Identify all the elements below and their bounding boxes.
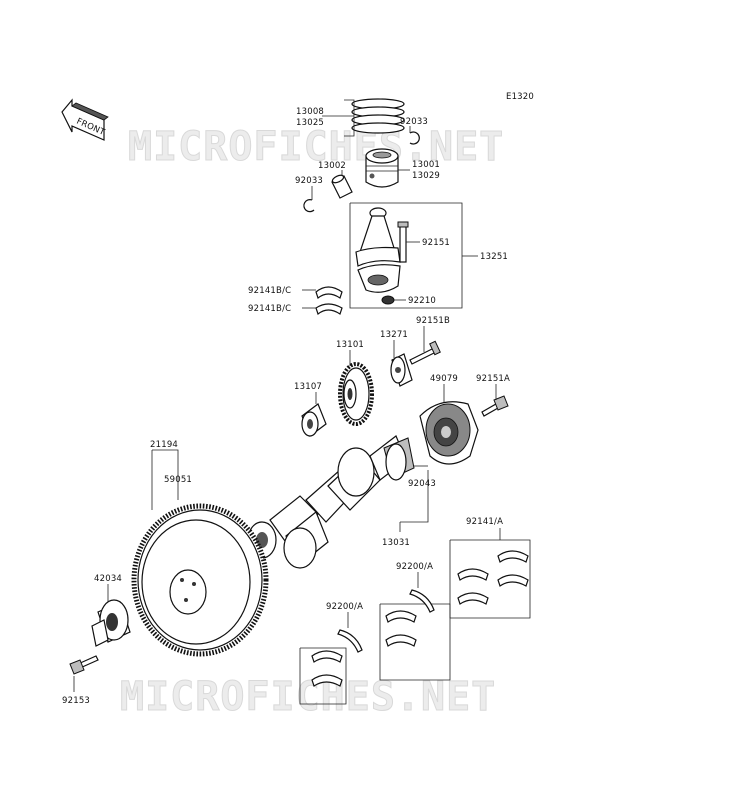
- label-92151: 92151: [422, 238, 450, 248]
- label-92200a-upper: 92200/A: [396, 562, 433, 572]
- label-13001: 13001: [412, 160, 440, 170]
- main-bearing-upper-left-icon: [457, 568, 489, 605]
- main-bearing-mid-icon: [385, 610, 417, 647]
- label-13251: 13251: [480, 252, 508, 262]
- label-59051: 59051: [164, 475, 192, 485]
- thrust-washer-upper-icon: [409, 589, 435, 613]
- label-92141bc-upper: 92141B/C: [248, 286, 291, 296]
- rod-bearing-lower-icon: [315, 303, 343, 316]
- label-13031: 13031: [382, 538, 410, 548]
- balancer-weight-icon: [301, 403, 327, 437]
- label-13101: 13101: [336, 340, 364, 350]
- front-arrow-icon: FRONT: [61, 98, 109, 141]
- thrust-washer-lower-icon: [337, 629, 363, 653]
- rod-bolt-icon: [397, 221, 409, 263]
- label-92151a: 92151A: [476, 374, 510, 384]
- label-13025: 13025: [296, 118, 324, 128]
- label-13029: 13029: [412, 171, 440, 181]
- label-92033-top: 92033: [400, 117, 428, 127]
- label-92200a-lower: 92200/A: [326, 602, 363, 612]
- oil-pump-rotor-icon: [419, 401, 479, 465]
- piston-pin-icon: [331, 174, 353, 199]
- label-92033-left: 92033: [295, 176, 323, 186]
- label-92043: 92043: [408, 479, 436, 489]
- label-13107: 13107: [294, 382, 322, 392]
- diagram-code: E1320: [506, 92, 534, 102]
- piston-rings-icon: [351, 98, 405, 134]
- pump-bolt-icon: [481, 395, 509, 417]
- label-92153: 92153: [62, 696, 90, 706]
- label-92141bc-lower: 92141B/C: [248, 304, 291, 314]
- label-92151b: 92151B: [416, 316, 450, 326]
- circlip-icon: [409, 131, 420, 145]
- watermark-top: MICROFICHES.NET: [128, 124, 504, 170]
- gear-bolt-icon: [409, 340, 441, 365]
- label-49079: 49079: [430, 374, 458, 384]
- label-13008: 13008: [296, 107, 324, 117]
- rod-nut-icon: [381, 295, 395, 305]
- gear-washer-icon: [390, 353, 413, 387]
- main-bearing-lower-icon: [311, 650, 343, 687]
- label-92210: 92210: [408, 296, 436, 306]
- coupling-icon: [91, 599, 131, 647]
- flywheel-icon: [131, 503, 269, 657]
- rod-bearing-upper-icon: [315, 286, 343, 300]
- crankshaft-gear-icon: [338, 362, 374, 426]
- flywheel-bolt-icon: [69, 655, 99, 675]
- label-92141a: 92141/A: [466, 517, 503, 527]
- watermark-bottom: MICROFICHES.NET: [120, 674, 496, 720]
- piston-icon: [365, 148, 399, 188]
- label-42034: 42034: [94, 574, 122, 584]
- label-21194: 21194: [150, 440, 178, 450]
- label-13271: 13271: [380, 330, 408, 340]
- crankshaft-icon: [247, 435, 415, 569]
- circlip-left-icon: [303, 199, 315, 213]
- main-bearing-upper-right-icon: [497, 550, 529, 587]
- connecting-rod-icon: [355, 207, 401, 293]
- label-13002: 13002: [318, 161, 346, 171]
